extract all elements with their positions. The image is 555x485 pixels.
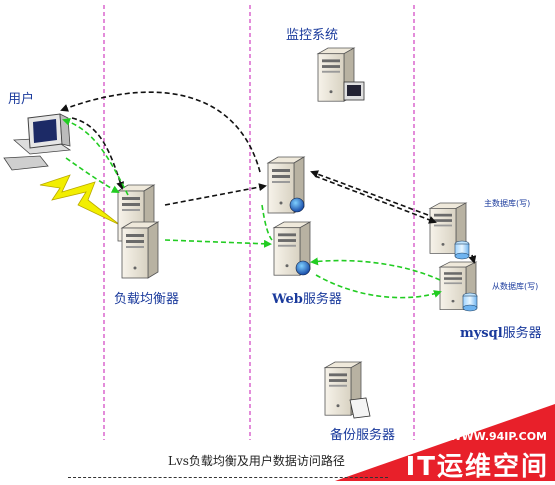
backup-server-icon [324, 361, 371, 419]
caption-underline [68, 477, 388, 478]
watermark: WWW.94IP.COM IT运维空间 [335, 420, 555, 481]
watermark-name: IT运维空间 [405, 452, 549, 481]
web-server-label-cn: 服务器 [302, 292, 342, 307]
arrow-slave-to-web-green [310, 257, 441, 281]
web-server-icon [267, 156, 305, 214]
backup-server-label: 备份服务器 [330, 428, 396, 443]
arrow-web-to-master-db [314, 175, 437, 224]
web-server-icon [273, 221, 311, 276]
web-server-label: Web服务器 [272, 288, 342, 307]
arrow-lb-to-web-green [164, 239, 272, 248]
monitor-label: 监控系统 [286, 28, 339, 43]
master-db-label: 主数据库(写) [484, 199, 531, 208]
arrow-web-link-green [261, 204, 273, 241]
web-server-label-en: Web [272, 292, 303, 307]
arrow-lb-to-web [164, 183, 267, 206]
arrow-user-to-lb [71, 117, 125, 190]
arrow-lb-to-user-green [62, 118, 129, 196]
mysql-server-label-cn: 服务器 [502, 326, 542, 341]
load-balancer-server-icon [117, 184, 159, 279]
user-computer-icon [3, 113, 72, 171]
database-server-icon [429, 202, 470, 260]
arrow-master-db-to-web [310, 170, 429, 216]
database-server-icon [439, 261, 478, 312]
monitor-server-icon [317, 47, 365, 102]
mysql-server-label: mysql服务器 [460, 322, 542, 341]
arrow-web-to-slave-green [315, 274, 442, 299]
slave-db-label: 从数据库(写) [492, 282, 539, 291]
watermark-banner [335, 404, 555, 481]
watermark-url: WWW.94IP.COM [449, 430, 547, 443]
arrow-lb-to-user-return [60, 91, 261, 173]
mysql-server-label-en: mysql [460, 326, 503, 341]
load-balancer-label: 负载均衡器 [114, 292, 180, 307]
diagram-caption: Lvs负载均衡及用户数据访问路径 [168, 454, 345, 468]
arrow-master-to-slave [468, 254, 477, 264]
lightning-icon [39, 174, 121, 226]
arrow-user-to-lb-green [65, 157, 120, 193]
user-label: 用户 [8, 92, 35, 107]
